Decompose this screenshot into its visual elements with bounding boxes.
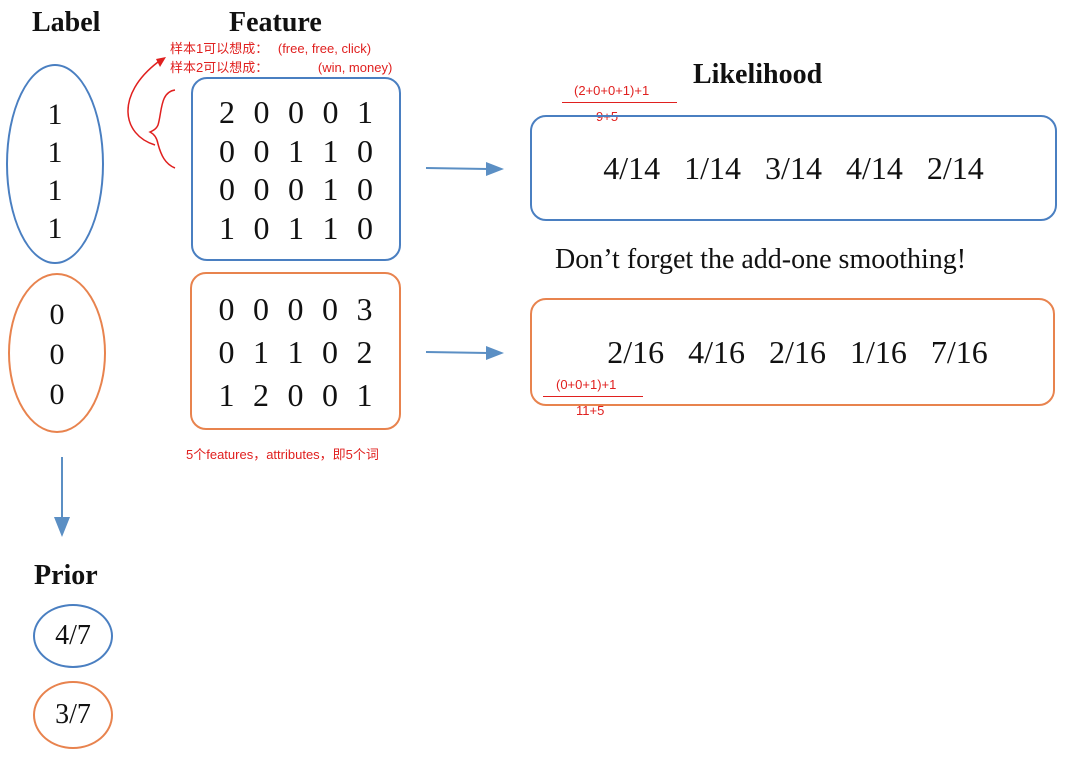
feature-cell: 0 (322, 333, 338, 370)
class0-label-ellipse: 0 0 0 (8, 273, 106, 433)
likelihood-value: 3/14 (765, 150, 822, 186)
feature-row: 1 2 0 0 1 (219, 379, 373, 411)
feature-cell: 0 (253, 209, 270, 246)
feature-cell: 1 (287, 333, 304, 370)
label-heading: Label (32, 7, 101, 38)
frac-bottom-denominator: 11+5 (576, 403, 605, 418)
class1-likelihood-box: 4/14 1/14 3/14 4/14 2/14 (530, 115, 1057, 221)
feature-row: 0 0 0 0 3 (219, 293, 373, 325)
feature-cell: 0 (322, 94, 339, 131)
class1-label: 1 (47, 136, 63, 169)
feature-cell: 1 (219, 209, 235, 246)
likelihood-value: 2/16 (769, 334, 826, 370)
feature-cell: 1 (288, 209, 304, 246)
smoothing-note: Don’t forget the add-one smoothing! (555, 244, 967, 275)
feature-cell: 3 (356, 291, 373, 328)
feature-cell: 1 (322, 209, 339, 246)
likelihood-value: 2/14 (926, 150, 984, 186)
feature-cell: 1 (356, 376, 373, 413)
prior-heading: Prior (34, 560, 98, 591)
likelihood-heading: Likelihood (693, 59, 823, 90)
feature-cell: 0 (218, 291, 235, 328)
feature-cell: 1 (218, 376, 235, 413)
likelihood-value: 7/16 (930, 334, 988, 370)
feature-cell: 0 (288, 171, 304, 208)
class1-feature-matrix: 2 0 0 0 1 0 0 1 1 0 0 0 0 1 0 1 0 1 1 0 (191, 77, 401, 261)
feature-row: 2 0 0 0 1 (219, 96, 373, 128)
feature-cell: 0 (322, 291, 338, 328)
frac-bottom-numerator: (0+0+1)+1 (556, 377, 617, 392)
sample2-prefix: 样本2可以想成： (170, 60, 269, 75)
feature-cell: 0 (287, 376, 304, 413)
feature-cell: 0 (253, 291, 269, 328)
feature-row: 1 0 1 1 0 (219, 212, 373, 244)
feature-cell: 0 (253, 94, 270, 131)
sample1-annotation: 样本1可以想成： (free, free, click) (170, 42, 371, 55)
class1-prior-value: 4/7 (55, 620, 91, 651)
feature-cell: 1 (357, 94, 373, 131)
likelihood-value: 2/16 (607, 334, 665, 370)
arrow-right-icon (425, 346, 504, 360)
likelihood-value: 4/14 (845, 150, 903, 186)
feature-cell: 0 (219, 132, 235, 169)
feature-row: 0 0 1 1 0 (219, 135, 373, 167)
frac-top-numerator: (2+0+0+1)+1 (574, 83, 650, 98)
feature-cell: 2 (253, 376, 269, 413)
feature-cell: 1 (288, 132, 304, 169)
class0-likelihood-box: 2/16 4/16 2/16 1/16 7/16 (530, 298, 1055, 406)
class0-label: 0 (49, 298, 65, 331)
arrow-down-icon (54, 457, 70, 537)
feature-cell: 1 (253, 333, 269, 370)
feature-cell: 0 (322, 376, 338, 413)
feature-cell: 0 (288, 94, 304, 131)
feature-cell: 1 (322, 132, 339, 169)
feature-cell: 0 (253, 171, 270, 208)
frac-top-divider (562, 102, 677, 103)
class0-prior-value: 3/7 (55, 699, 91, 730)
likelihood-value: 1/14 (684, 150, 742, 186)
frac-bottom-divider (543, 396, 643, 397)
feature-row: 0 1 1 0 2 (219, 336, 373, 368)
sample1-prefix: 样本1可以想成： (170, 41, 269, 56)
arrow-right-icon (425, 162, 504, 176)
feature-cell: 0 (357, 171, 373, 208)
feature-row: 0 0 0 1 0 (219, 173, 373, 205)
likelihood-value: 1/16 (849, 334, 907, 370)
sample-pointer-arrow-icon (127, 57, 176, 169)
feature-cell: 1 (322, 171, 339, 208)
features-annotation: 5个features，attributes，即5个词 (186, 447, 379, 462)
feature-cell: 2 (356, 333, 373, 370)
feature-cell: 0 (287, 291, 304, 328)
likelihood-value: 4/16 (688, 334, 746, 370)
feature-cell: 0 (357, 209, 373, 246)
class1-label: 1 (47, 174, 63, 207)
sample2-annotation: 样本2可以想成： (win, money) (170, 61, 392, 74)
feature-cell: 0 (219, 171, 235, 208)
feature-cell: 0 (253, 132, 270, 169)
class0-prior-ellipse: 3/7 (33, 681, 113, 749)
sample1-words: (free, free, click) (277, 41, 372, 56)
feature-cell: 0 (357, 132, 373, 169)
class1-label: 1 (47, 98, 63, 131)
class0-feature-matrix: 0 0 0 0 3 0 1 1 0 2 1 2 0 0 1 (190, 272, 401, 430)
class0-label: 0 (49, 338, 65, 371)
class1-label-ellipse: 1 1 1 1 (6, 64, 104, 264)
class1-label: 1 (47, 212, 63, 245)
class1-prior-ellipse: 4/7 (33, 604, 113, 668)
likelihood-value: 4/14 (603, 150, 661, 186)
feature-cell: 0 (218, 333, 235, 370)
feature-cell: 2 (219, 94, 235, 131)
class0-label: 0 (49, 378, 65, 411)
feature-heading: Feature (229, 7, 322, 38)
sample2-words: (win, money) (317, 60, 393, 75)
